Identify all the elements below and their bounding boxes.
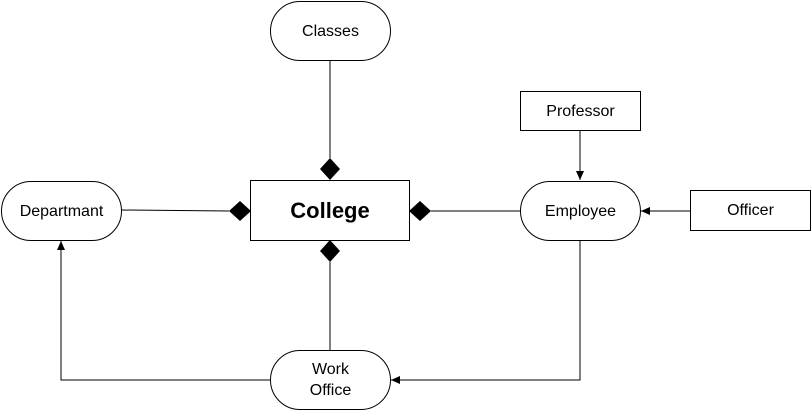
node-officer: Officer xyxy=(690,190,811,231)
node-classes: Classes xyxy=(270,1,391,61)
node-college-label: College xyxy=(290,198,370,223)
composition-diamond-right xyxy=(409,201,431,221)
node-professor: Professor xyxy=(520,91,641,131)
edge-employee-workoffice xyxy=(391,241,581,384)
node-employee: Employee xyxy=(520,181,641,241)
node-departmant: Departmant xyxy=(1,181,122,241)
composition-diamond-bottom xyxy=(320,240,340,262)
composition-diamond-top xyxy=(320,158,340,180)
node-work-office: Work Office xyxy=(270,350,391,410)
node-officer-label: Officer xyxy=(727,202,774,219)
node-work-office-label: Work Office xyxy=(309,361,352,399)
node-classes-label: Classes xyxy=(302,22,359,40)
node-professor-label: Professor xyxy=(546,102,615,120)
node-employee-label: Employee xyxy=(544,202,617,220)
node-college: College xyxy=(250,180,410,241)
node-departmant-label: Departmant xyxy=(19,202,104,220)
edge-workoffice-departmant xyxy=(57,241,271,381)
composition-diamond-left xyxy=(229,201,251,221)
edge-departmant-college xyxy=(120,209,230,212)
